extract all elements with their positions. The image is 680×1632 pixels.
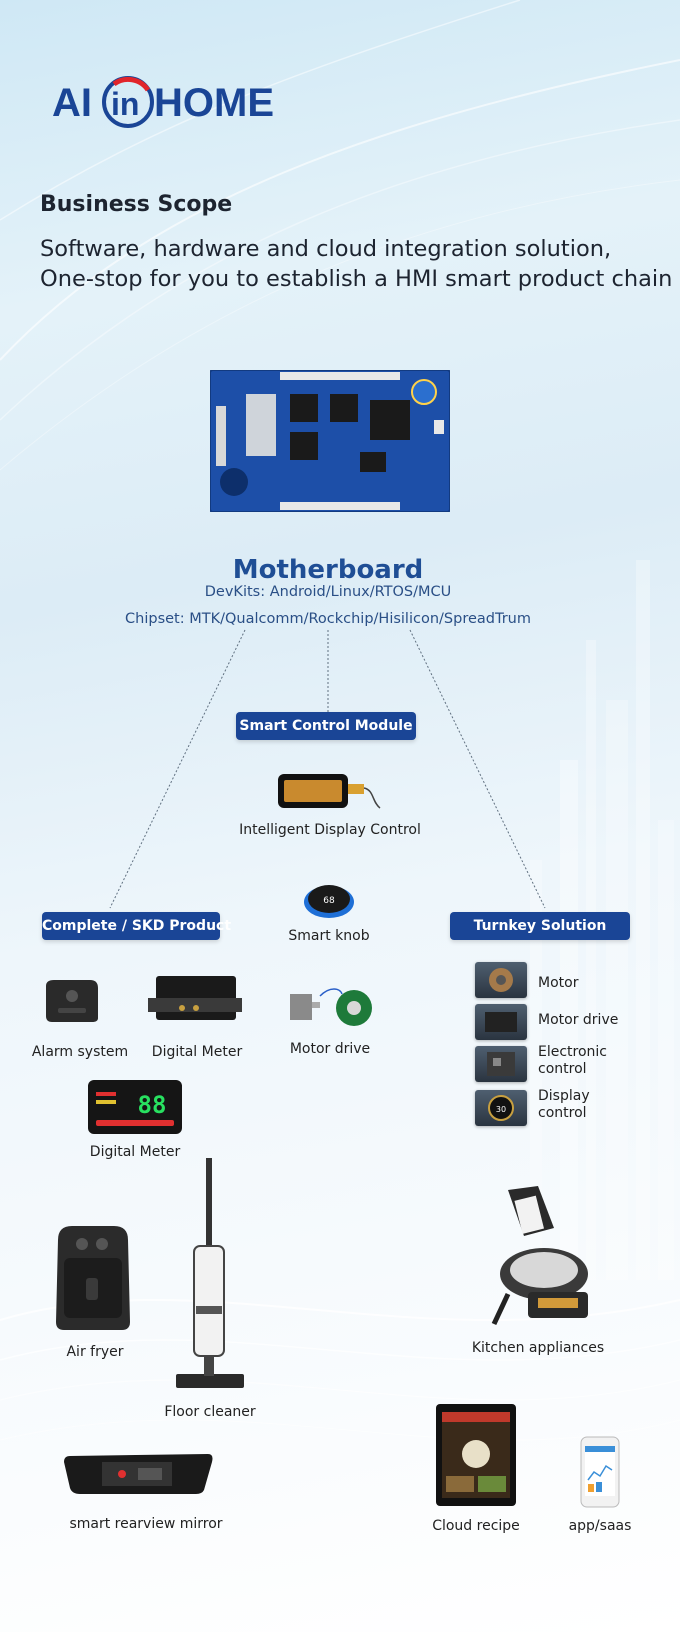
brand-logo-graphic: AI in HOME [52,76,274,128]
electronic-control-thumb [475,1046,527,1082]
display-control-thumb: 30 [475,1090,527,1126]
cloud-recipe-label: Cloud recipe [432,1518,520,1534]
floor-cleaner-image [176,1158,244,1388]
subtitle-line-1: Software, hardware and cloud integration… [40,236,612,262]
air-fryer-label: Air fryer [66,1344,124,1360]
smart-knob-label: Smart knob [288,928,370,944]
display-dial-icon: 30 [488,1095,514,1121]
display-line-2: control [538,1105,587,1121]
digital-meter-image [148,976,242,1020]
rearview-mirror-label: smart rearview mirror [69,1516,223,1532]
intelligent-display-label: Intelligent Display Control [239,822,421,838]
turnkey-electronic-label: Electronic control [538,1044,607,1078]
electronic-line-1: Electronic [538,1044,608,1060]
motor-icon [489,968,513,992]
devkits-text: DevKits: Android/Linux/RTOS/MCU [204,584,452,600]
section-subtitle: Software, hardware and cloud integration… [40,234,672,294]
smart-knob-image: 68 [304,885,354,918]
turnkey-motor-label: Motor [538,975,579,991]
svg-text:HOME: HOME [154,81,274,125]
app-saas-image [580,1436,620,1508]
rearview-mirror-image [64,1454,213,1494]
motor-drive-label: Motor drive [289,1041,371,1057]
cloud-recipe-image [436,1404,516,1506]
svg-text:in: in [111,86,139,122]
turnkey-motor-drive-label: Motor drive [538,1012,619,1028]
motor-drive-thumb [475,1004,527,1040]
category-turnkey[interactable]: Turnkey Solution [450,912,630,940]
circuit-board-icon [487,1052,515,1076]
air-fryer-image [56,1226,130,1330]
svg-text:AI: AI [52,81,92,125]
display-value: 30 [496,1105,506,1114]
motherboard-image [210,370,450,512]
digital-meter-label: Digital Meter [151,1044,243,1060]
category-smart-control[interactable]: Smart Control Module [236,712,416,740]
motor-drive-image [290,988,372,1026]
turnkey-display-label: Display control [538,1088,590,1122]
meter-reading: 88 [138,1091,167,1119]
kitchen-appliances-label: Kitchen appliances [471,1340,605,1356]
chipset-text: Chipset: MTK/Qualcomm/Rockchip/Hisilicon… [125,611,531,627]
kitchen-appliance-image [491,1186,588,1326]
app-saas-label: app/saas [568,1518,632,1534]
display-line-1: Display [538,1088,590,1104]
motherboard-title: Motherboard [232,555,424,585]
motor-drive-icon [485,1012,517,1032]
motor-thumb [475,962,527,998]
section-title: Business Scope [40,192,233,217]
digital-meter-2-label: Digital Meter [89,1144,181,1160]
digital-meter-display-image: 88 [88,1080,182,1134]
subtitle-line-2: One-stop for you to establish a HMI smar… [40,266,673,292]
knob-value: 68 [323,896,335,906]
alarm-system-image [46,980,98,1022]
floor-cleaner-label: Floor cleaner [164,1404,256,1420]
display-control-image [278,774,381,809]
category-complete-skd[interactable]: Complete / SKD Product [42,912,231,940]
electronic-line-2: control [538,1061,587,1077]
brand-logo: AI in HOME [52,70,292,134]
alarm-system-label: Alarm system [31,1044,129,1060]
